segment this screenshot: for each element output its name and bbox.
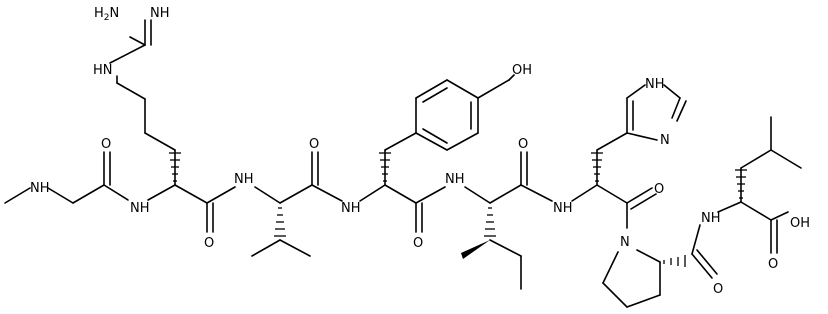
atom-o-his: O (654, 182, 664, 197)
atom-nh-val: NH (234, 172, 254, 187)
atom-nh-tyr: NH (341, 201, 361, 216)
atom-o-leu: O (768, 257, 778, 272)
atom-oh-tyr: OH (512, 63, 532, 78)
atom-o-tyr: O (413, 236, 423, 251)
atom-o-val: O (309, 137, 319, 152)
atom-nh-ile: NH (445, 172, 465, 187)
atom-o-pro: O (713, 282, 723, 297)
hashed-wedge-leu (735, 169, 747, 199)
atom-n-proline: N (620, 235, 630, 250)
atom-n-imidazole: N (660, 133, 670, 148)
hashed-wedge-ile (484, 207, 496, 237)
atom-o-ile: O (518, 137, 528, 152)
atom-nh-his: NH (553, 201, 573, 216)
atom-nh-arg: NH (130, 201, 150, 216)
solid-wedge-ile-methyl (461, 240, 490, 259)
hashed-wedge-arg (169, 152, 181, 182)
atom-nh-leu: NH (701, 211, 721, 226)
bond-lines (4, 19, 802, 308)
hashed-wedge-val (274, 207, 286, 237)
atom-oh-leu: OH (790, 216, 810, 231)
hashed-wedge-pro (663, 255, 686, 267)
atom-nh-methyl: NH (30, 181, 50, 196)
hashed-wedge-tyr (379, 152, 391, 182)
atom-o-arg: O (204, 236, 214, 251)
atom-hn-guanidine: HN (93, 63, 113, 78)
stereo-bonds (169, 152, 747, 267)
atom-nh-imine-guanidine: NH (150, 6, 170, 21)
atom-labels: NH O NH HN H2N NH O NH O NH OH O NH O NH… (30, 6, 810, 297)
atom-nh-imidazole: NH (645, 77, 665, 92)
atom-o-gly: O (101, 137, 111, 152)
atom-nh2-guanidine: H2N (94, 6, 119, 23)
hashed-wedge-his (591, 152, 603, 182)
